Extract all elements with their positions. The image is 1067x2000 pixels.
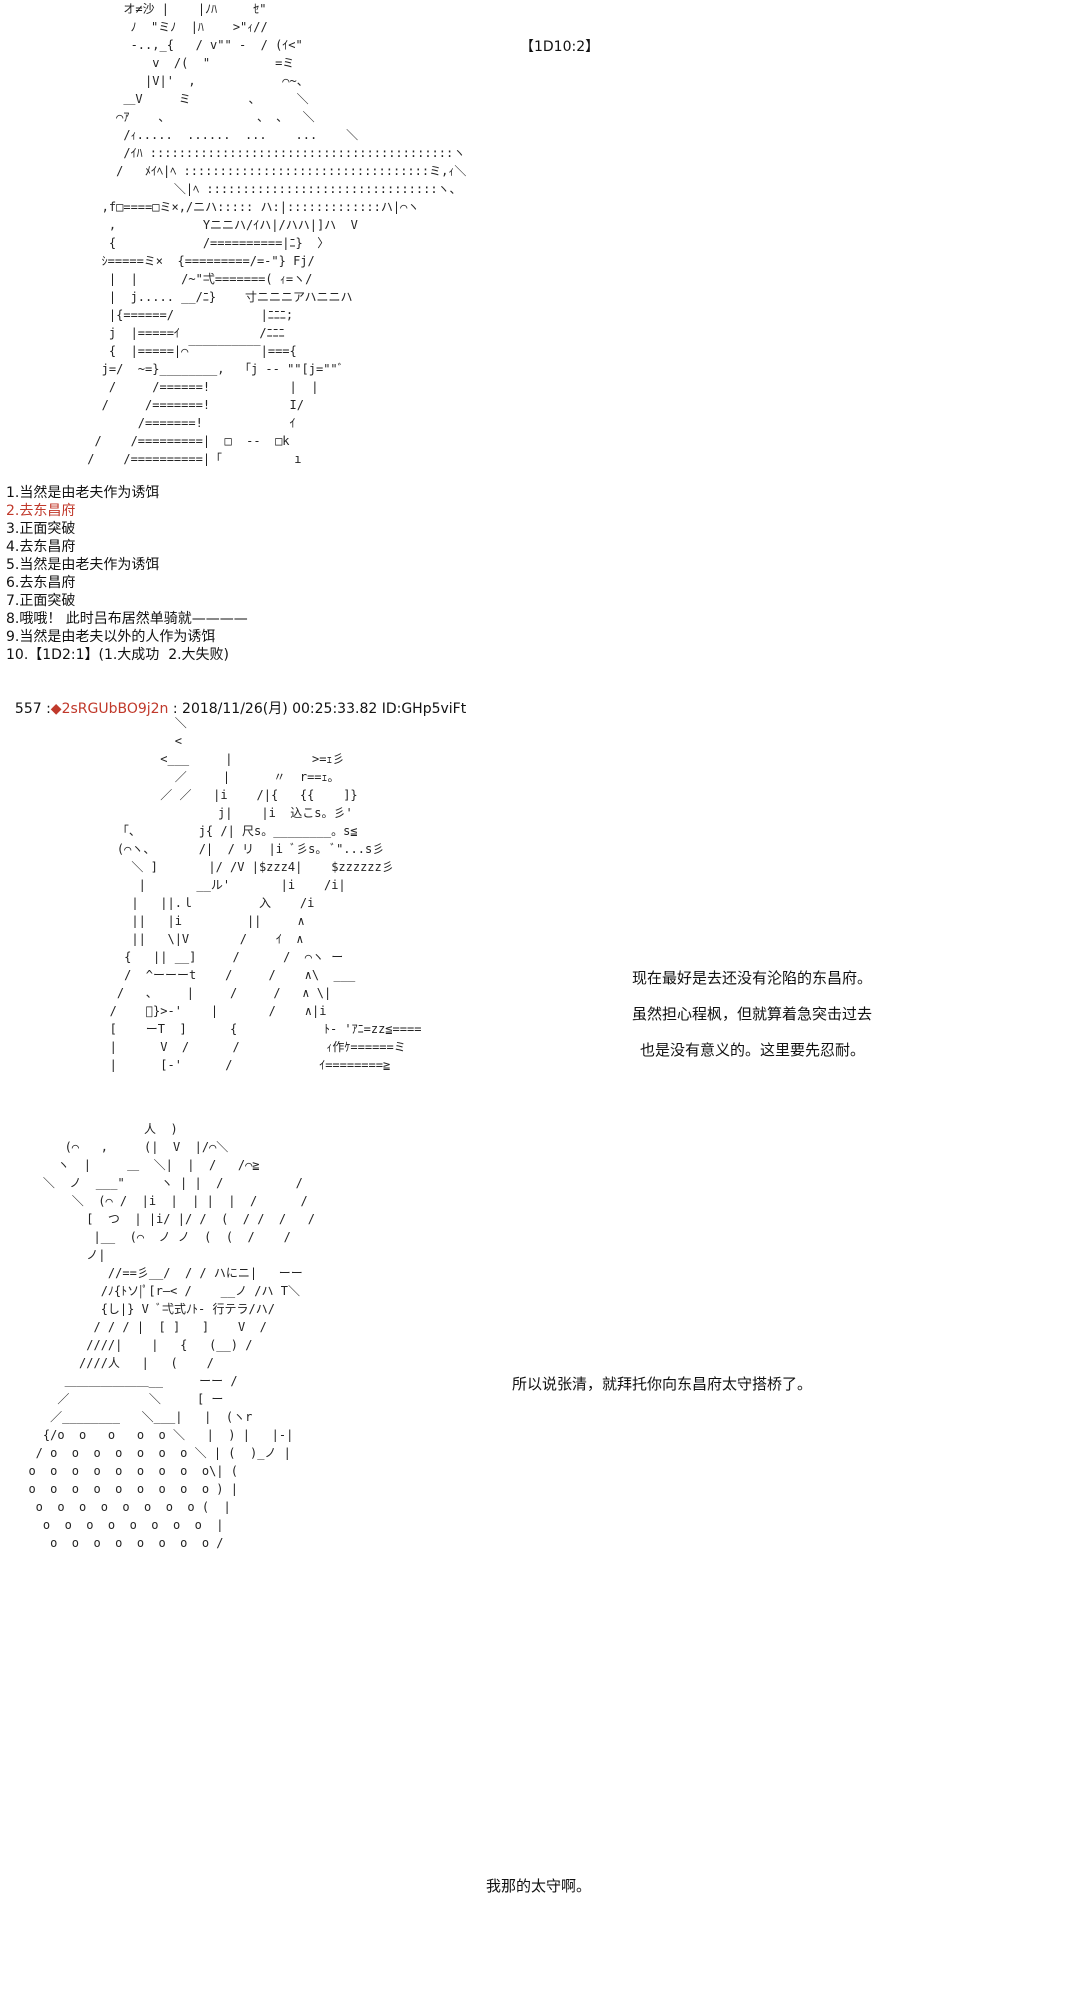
roll-option-4: 4.去东昌府 [6, 539, 76, 555]
ascii-art-figure-2: ＼ < <___ | >=ｪ彡 ／ | 〃 r==ｪ。 ／ ／ |i /|{ {… [109, 716, 422, 1072]
roll-option-10: 10.【1D2:1】(1.大成功 2.大失败) [6, 647, 230, 663]
roll-option-5: 5.当然是由老夫作为诱饵 [6, 557, 160, 573]
post-meta: : 2018/11/26(月) 00:25:33.82 ID:GHp5viFt [168, 701, 467, 717]
post-number[interactable]: 557 : [14, 701, 51, 717]
roll-option-3: 3.正面突破 [6, 521, 76, 537]
dialog-line-2: 虽然担心程枫，但就算着急突击过去 [632, 1005, 873, 1023]
roll-option-9: 9.当然是由老夫以外的人作为诱饵 [6, 629, 216, 645]
roll-option-list: 1.当然是由老夫作为诱饵 2.去东昌府 3.正面突破 4.去东昌府 5.当然是由… [6, 484, 248, 664]
ascii-art-figure-1: オ≠沙 | |ﾉﾊ ｾ" ﾉ "ミﾉ |ﾊ >"ｨ// -..,_{ / v""… [87, 2, 467, 466]
dialog-line-4: 所以说张清，就拜托你向东昌府太守搭桥了。 [512, 1375, 813, 1393]
roll-option-7: 7.正面突破 [6, 593, 76, 609]
roll-option-1: 1.当然是由老夫作为诱饵 [6, 485, 160, 501]
ascii-art-figure-3: 人 ) (⌒ , (| V |/⌒＼ ヽ | ＿ ＼| | / /⌒≧ ＼ ノ … [28, 1122, 315, 1550]
roll-option-8: 8.哦哦！ 此时吕布居然单骑就———— [6, 611, 248, 627]
dice-result: 【1D10:2】 [520, 39, 600, 55]
dialog-line-5: 我那的太守啊。 [486, 1877, 592, 1895]
roll-option-2-selected: 2.去东昌府 [6, 503, 76, 519]
post-header: 557 :◆2sRGUbBO9j2n : 2018/11/26(月) 00:25… [6, 682, 466, 718]
post-trip: ◆2sRGUbBO9j2n [50, 701, 169, 717]
roll-option-6: 6.去东昌府 [6, 575, 76, 591]
dialog-line-1: 现在最好是去还没有沦陷的东昌府。 [632, 969, 873, 987]
dialog-line-3: 也是没有意义的。这里要先忍耐。 [640, 1041, 866, 1059]
